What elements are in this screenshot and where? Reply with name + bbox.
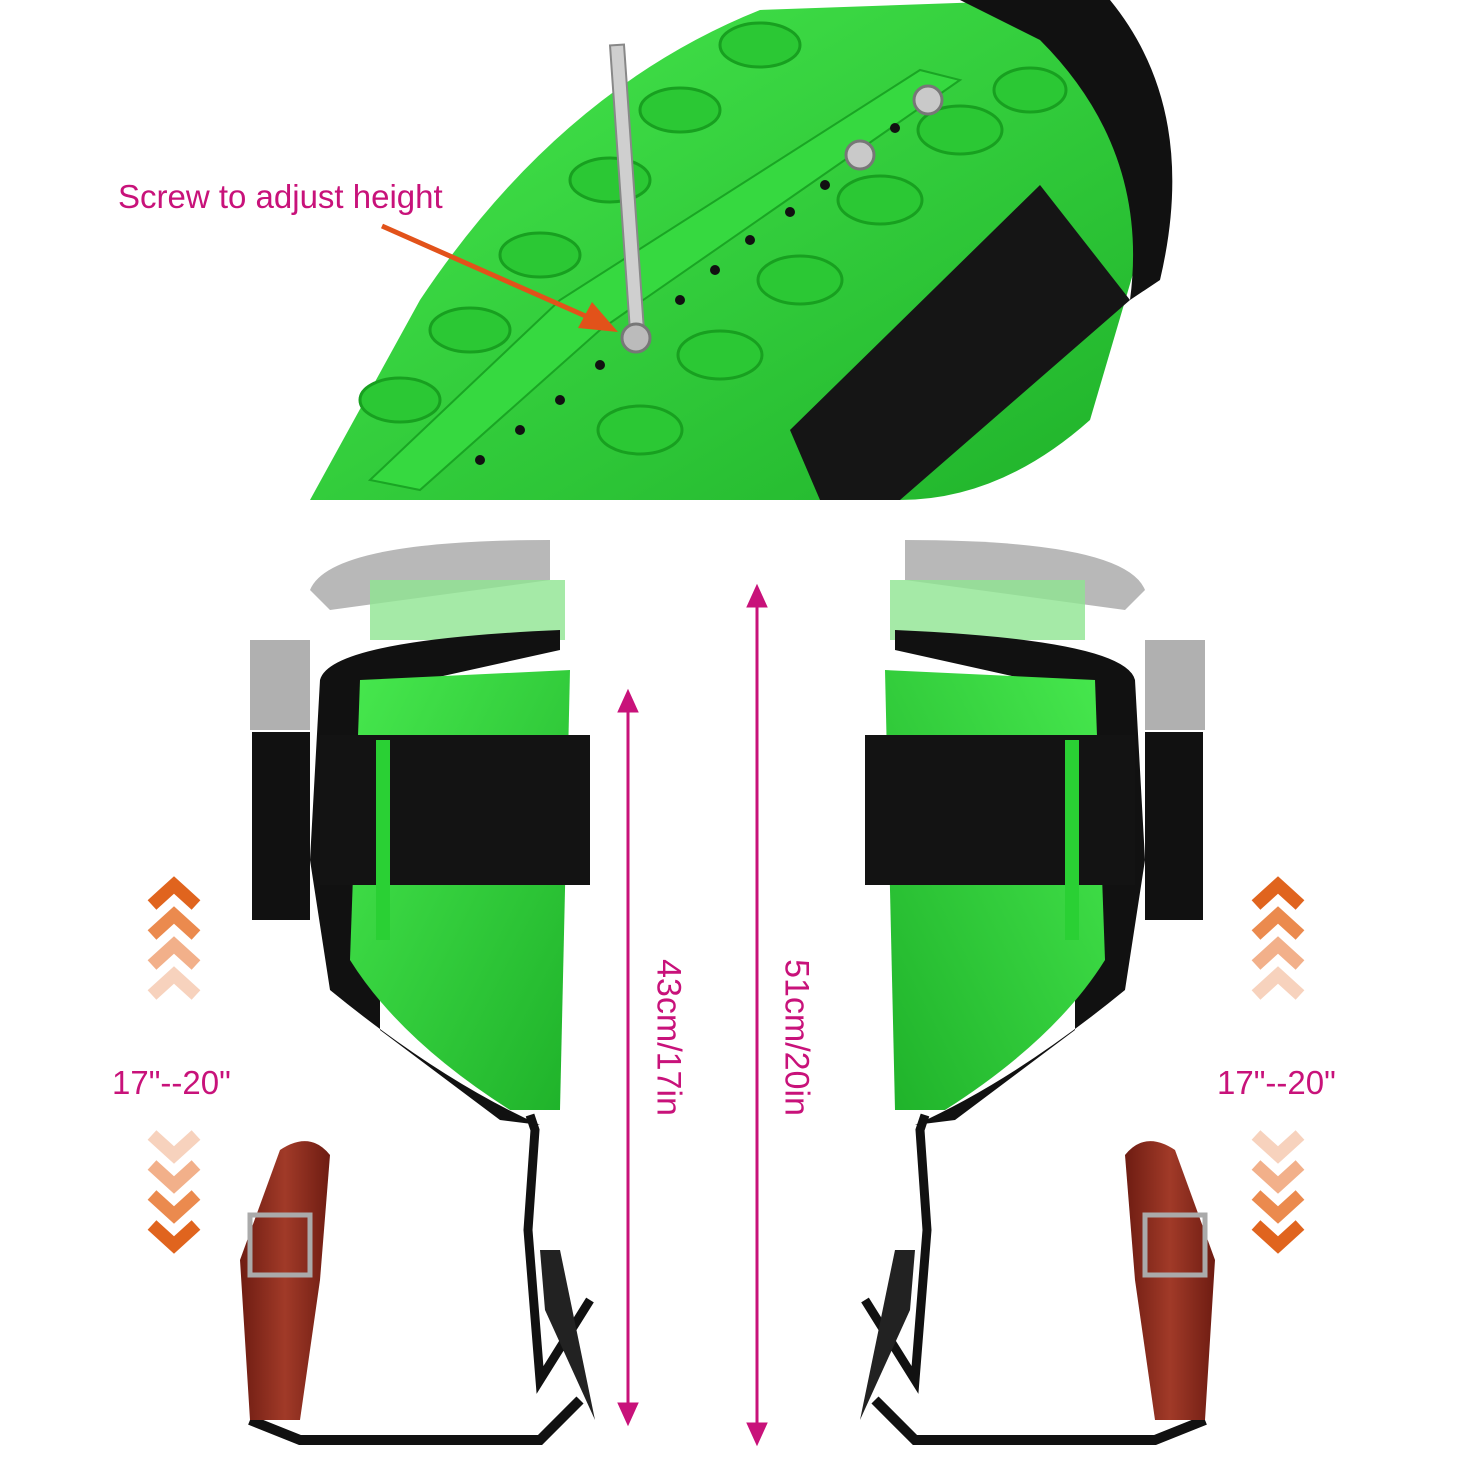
up-chevrons-left <box>147 876 201 1000</box>
closeup-photo <box>310 0 1173 500</box>
screw-pointer-arrow <box>380 223 618 332</box>
up-chevrons-right <box>1251 876 1305 1000</box>
range-left-label: 17"--20" <box>112 1064 231 1101</box>
right-climber <box>860 540 1215 1445</box>
height-43cm-label: 43cm/17in <box>649 959 688 1116</box>
height-51cm-label: 51cm/20in <box>777 959 816 1116</box>
range-right-label: 17"--20" <box>1217 1064 1336 1101</box>
dimension-arrow-43cm <box>617 688 639 1427</box>
down-chevrons-right <box>1251 1130 1305 1254</box>
left-climber <box>240 540 595 1445</box>
dimension-arrow-51cm <box>746 583 768 1447</box>
down-chevrons-left <box>147 1130 201 1254</box>
screw-adjust-label: Screw to adjust height <box>118 178 443 215</box>
